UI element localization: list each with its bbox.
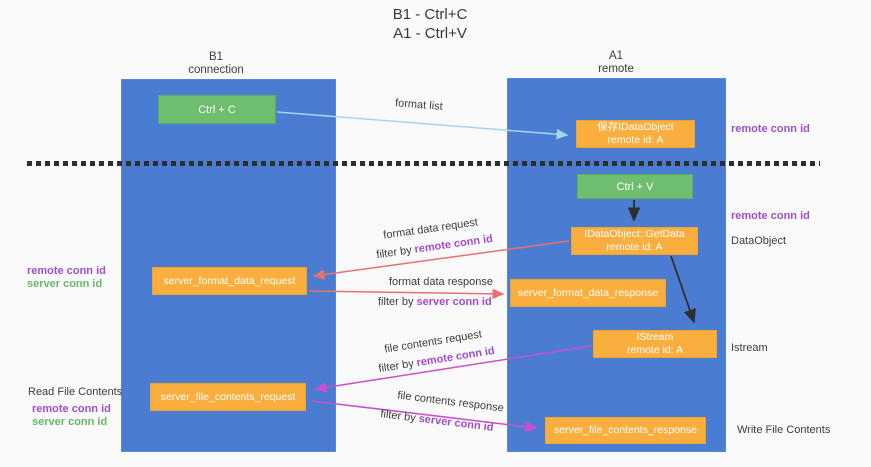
title-line-a1: A1 - Ctrl+V bbox=[393, 25, 467, 42]
node-save-line2: remote id: A bbox=[607, 134, 664, 146]
label-format-data-response: format data response bbox=[389, 276, 493, 288]
title-line-b1: B1 - Ctrl+C bbox=[392, 6, 468, 23]
node-file-request-label: server_file_contents_request bbox=[160, 390, 296, 403]
node-server-file-contents-response: server_file_contents_response bbox=[545, 417, 706, 444]
node-save-idataobject: 保存IDataObject remote id: A bbox=[576, 120, 695, 148]
node-ctrl-v: Ctrl + V bbox=[577, 174, 693, 199]
node-idataobject-getdata: IDataObject::GetData remote id: A bbox=[571, 227, 698, 255]
node-server-format-data-request: server_format_data_request bbox=[152, 267, 307, 295]
lane-a1-title: A1 bbox=[608, 50, 624, 62]
node-istream: IStream remote id: A bbox=[593, 330, 717, 358]
annotation-conn-ids-file: remote conn id server conn id bbox=[32, 403, 111, 429]
node-server-file-contents-request: server_file_contents_request bbox=[150, 383, 306, 411]
format-data-response-arrow bbox=[308, 288, 505, 300]
node-ctrl-v-label: Ctrl + V bbox=[616, 180, 654, 193]
lane-a1-subtitle: remote bbox=[598, 63, 634, 75]
node-getdata-line1: IDataObject::GetData bbox=[584, 228, 685, 240]
label-filter-by-1: filter by bbox=[375, 243, 416, 262]
annotation-remote-conn-id-mid: remote conn id bbox=[731, 210, 810, 222]
node-format-request-label: server_format_data_request bbox=[163, 274, 296, 287]
node-istream-line2: remote id: A bbox=[626, 344, 684, 356]
lane-b1-title: B1 bbox=[208, 51, 224, 63]
node-istream-line1: IStream bbox=[636, 331, 674, 343]
label-filter-server-1: filter by server conn id bbox=[378, 296, 492, 309]
annotation-istream: Istream bbox=[731, 342, 768, 354]
node-server-format-data-response: server_format_data_response bbox=[510, 279, 666, 307]
annotation-write-file-contents: Write File Contents bbox=[737, 424, 831, 436]
node-format-response-label: server_format_data_response bbox=[517, 286, 659, 299]
label-filter-by-3: filter by bbox=[377, 357, 418, 376]
node-save-line1: 保存IDataObject bbox=[597, 121, 674, 133]
node-file-response-label: server_file_contents_response bbox=[553, 424, 697, 436]
annotation-remote-conn-id-left1: remote conn id bbox=[27, 265, 106, 277]
node-ctrl-c: Ctrl + C bbox=[158, 95, 276, 124]
annotation-conn-ids-format: remote conn id server conn id bbox=[27, 265, 106, 291]
node-ctrl-c-label: Ctrl + C bbox=[198, 103, 236, 116]
label-server-conn-id-2: server conn id bbox=[417, 412, 495, 434]
diagram-title: B1 - Ctrl+C A1 - Ctrl+V bbox=[320, 5, 540, 43]
label-format-list: format list bbox=[394, 97, 444, 113]
annotation-remote-conn-id-left2: remote conn id bbox=[32, 403, 111, 415]
label-filter-by-4: filter by bbox=[379, 408, 420, 425]
lane-header-a1: A1 remote bbox=[546, 50, 686, 76]
label-filter-by-2: filter by bbox=[378, 296, 417, 308]
annotation-read-file-contents: Read File Contents bbox=[28, 386, 123, 398]
annotation-dataobject: DataObject bbox=[731, 235, 787, 247]
lane-b1-subtitle: connection bbox=[188, 64, 244, 76]
annotation-server-conn-id-left1: server conn id bbox=[27, 278, 103, 290]
label-server-conn-id-1: server conn id bbox=[416, 296, 492, 308]
lane-header-b1: B1 connection bbox=[146, 51, 286, 77]
phase-separator-dashed-line bbox=[27, 161, 820, 166]
annotation-server-conn-id-left2: server conn id bbox=[32, 416, 108, 428]
node-getdata-line2: remote id: A bbox=[606, 241, 663, 253]
annotation-remote-conn-id-top: remote conn id bbox=[731, 123, 810, 135]
